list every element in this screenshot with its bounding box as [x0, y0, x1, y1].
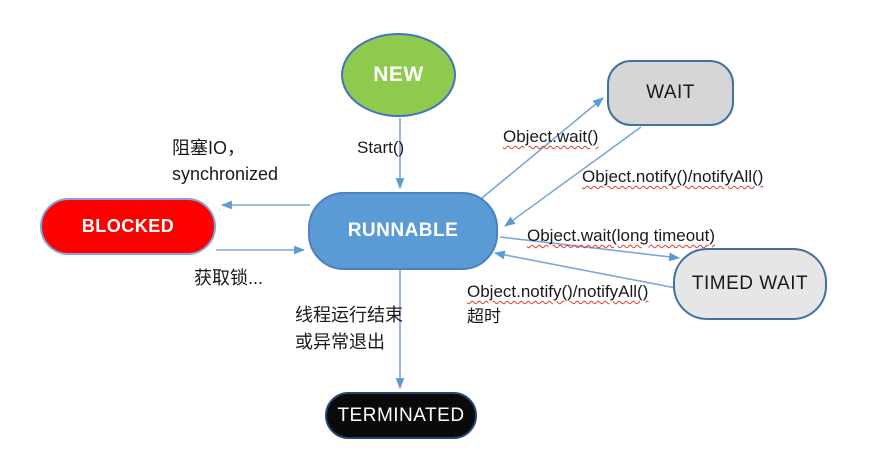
transition-label-timed-wait-to-runnable-line2: 超时	[467, 307, 501, 326]
transition-label-runnable-to-timed-wait: Object.wait(long timeout)	[527, 226, 716, 245]
state-wait-label: WAIT	[646, 82, 695, 103]
transition-label-timed-wait-to-runnable: Object.notify()/notifyAll() 超时	[467, 279, 648, 329]
arrow-runnable-to-timed-wait	[499, 236, 681, 262]
arrow-timed-wait-to-runnable	[493, 250, 677, 289]
state-terminated: TERMINATED	[325, 392, 477, 439]
arrow-runnable-to-wait	[475, 97, 604, 204]
state-blocked-label: BLOCKED	[81, 216, 175, 236]
state-new-label: NEW	[373, 63, 424, 86]
state-new: NEW	[341, 33, 456, 117]
transition-label-timed-wait-to-runnable-line1: Object.notify()/notifyAll()	[467, 282, 649, 301]
transition-label-runnable-to-terminated: 线程运行结束 或异常退出	[295, 302, 403, 356]
transition-label-runnable-to-blocked-line1: 阻塞IO，	[172, 138, 246, 158]
state-runnable-label: RUNNABLE	[347, 220, 459, 241]
state-runnable: RUNNABLE	[308, 192, 498, 270]
transition-label-blocked-to-runnable: 获取锁...	[194, 268, 264, 288]
state-timed-wait-label: TIMED WAIT	[691, 273, 809, 294]
transition-label-runnable-to-wait: Object.wait()	[503, 127, 599, 146]
transition-label-start: Start()	[357, 138, 405, 157]
transition-label-wait-to-runnable: Object.notify()/notifyAll()	[582, 167, 764, 186]
arrow-wait-to-runnable	[504, 126, 642, 227]
state-blocked: BLOCKED	[40, 198, 216, 255]
state-terminated-label: TERMINATED	[337, 404, 465, 426]
transition-label-runnable-to-terminated-line1: 线程运行结束	[295, 305, 403, 325]
state-timed-wait: TIMED WAIT	[673, 248, 827, 320]
transition-label-runnable-to-terminated-line2: 或异常退出	[295, 332, 385, 352]
state-wait: WAIT	[607, 60, 734, 126]
transition-label-runnable-to-blocked-line2: synchronized	[172, 164, 279, 184]
transition-label-runnable-to-blocked: 阻塞IO， synchronized	[172, 135, 278, 187]
